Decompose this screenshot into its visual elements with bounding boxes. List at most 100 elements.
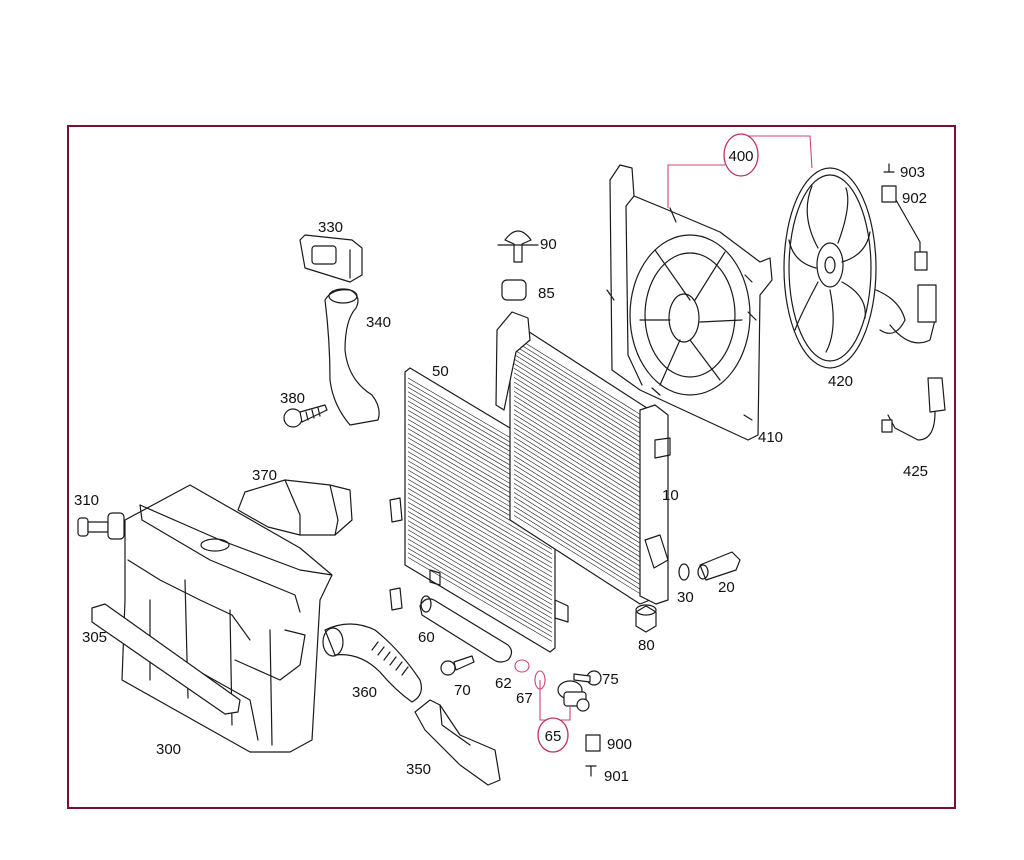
screw-380[interactable] — [283, 404, 328, 428]
fin-line — [407, 547, 553, 633]
radiator-10[interactable] — [495, 311, 671, 605]
diagram-frame — [67, 125, 956, 809]
label-20: 20 — [718, 579, 735, 596]
fin-line — [407, 478, 553, 564]
label-80: 80 — [638, 637, 655, 654]
label-901: 901 — [604, 768, 629, 785]
screw-75[interactable] — [573, 670, 602, 686]
clip-310[interactable] — [77, 512, 125, 540]
fin-line — [407, 469, 553, 555]
label-400: 400 — [728, 148, 753, 165]
fin-line — [513, 390, 647, 474]
callout-ring-65 — [537, 717, 569, 753]
label-300: 300 — [156, 741, 181, 758]
fin-line — [407, 524, 553, 610]
label-350: 350 — [406, 761, 431, 778]
fin-line — [513, 377, 647, 460]
fin-line — [513, 505, 647, 589]
fin-line — [407, 515, 553, 601]
fin-line — [407, 511, 553, 596]
fan-shroud-410[interactable] — [606, 164, 773, 441]
label-360: 360 — [352, 684, 377, 701]
hose-360[interactable] — [322, 623, 422, 703]
fin-line — [407, 501, 553, 587]
label-50: 50 — [432, 363, 449, 380]
label-340: 340 — [366, 314, 391, 331]
label-370: 370 — [252, 467, 277, 484]
fin-line — [407, 474, 553, 559]
fin-line — [513, 510, 647, 594]
label-410: 410 — [758, 429, 783, 446]
label-70: 70 — [454, 682, 471, 699]
grommet-85[interactable] — [501, 279, 527, 301]
plug-80[interactable] — [635, 604, 657, 633]
label-310: 310 — [74, 492, 99, 509]
fin-line — [407, 492, 553, 578]
fin-line — [407, 538, 553, 624]
label-75: 75 — [602, 671, 619, 688]
fin-line — [513, 386, 647, 469]
fin-line — [513, 455, 647, 538]
label-10: 10 — [662, 487, 679, 504]
connector-902[interactable] — [881, 185, 897, 203]
fin-line — [513, 487, 647, 571]
air-duct-350[interactable] — [414, 699, 501, 786]
fin-line — [513, 423, 647, 506]
fin-line — [513, 400, 647, 483]
label-62: 62 — [495, 675, 512, 692]
fin-line — [513, 395, 647, 479]
fin-line — [513, 450, 647, 534]
bar-305[interactable] — [91, 603, 241, 715]
pin-903[interactable] — [883, 163, 895, 173]
fin-line — [513, 344, 647, 428]
radiator-fins — [513, 335, 647, 598]
sensor-20[interactable] — [697, 551, 741, 581]
fin-line — [513, 459, 647, 543]
fin-line — [513, 358, 647, 442]
bolt-70[interactable] — [440, 655, 475, 676]
fin-line — [513, 478, 647, 561]
fin-line — [513, 469, 647, 552]
fin-line — [513, 427, 647, 511]
fin-line — [407, 483, 553, 569]
fin-line — [513, 446, 647, 529]
fin-line — [513, 441, 647, 525]
fin-line — [513, 436, 647, 520]
fin-line — [513, 367, 647, 451]
label-60: 60 — [418, 629, 435, 646]
fin-line — [407, 529, 553, 615]
fin-line — [407, 497, 553, 582]
label-85: 85 — [538, 285, 555, 302]
fin-line — [513, 340, 647, 423]
fin-line — [513, 349, 647, 433]
fin-line — [513, 418, 647, 502]
fin-line — [513, 335, 647, 419]
ring-30[interactable] — [678, 563, 690, 581]
connector-900[interactable] — [585, 734, 601, 752]
fin-line — [513, 501, 647, 584]
pin-901[interactable] — [585, 765, 597, 777]
fin-line — [513, 363, 647, 446]
wiring-harness-425[interactable] — [881, 377, 946, 441]
fin-line — [407, 488, 553, 573]
fin-line — [407, 534, 553, 619]
fin-line — [407, 552, 553, 638]
fin-line — [513, 464, 647, 548]
support-frame-300[interactable] — [121, 484, 333, 753]
fan-420[interactable] — [783, 167, 936, 369]
label-330: 330 — [318, 219, 343, 236]
seal-ring-62[interactable] — [514, 659, 530, 673]
pressure-switch-65[interactable] — [557, 680, 590, 712]
air-duct-330[interactable] — [299, 234, 363, 283]
label-65: 65 — [545, 728, 562, 745]
air-duct-370[interactable] — [237, 479, 353, 536]
fin-line — [407, 465, 553, 550]
fin-line — [513, 496, 647, 580]
label-305: 305 — [82, 629, 107, 646]
pin-90[interactable] — [497, 230, 539, 263]
fin-line — [513, 482, 647, 566]
dryer-60[interactable] — [419, 595, 513, 663]
hose-340[interactable] — [324, 288, 380, 426]
fin-line — [513, 473, 647, 557]
